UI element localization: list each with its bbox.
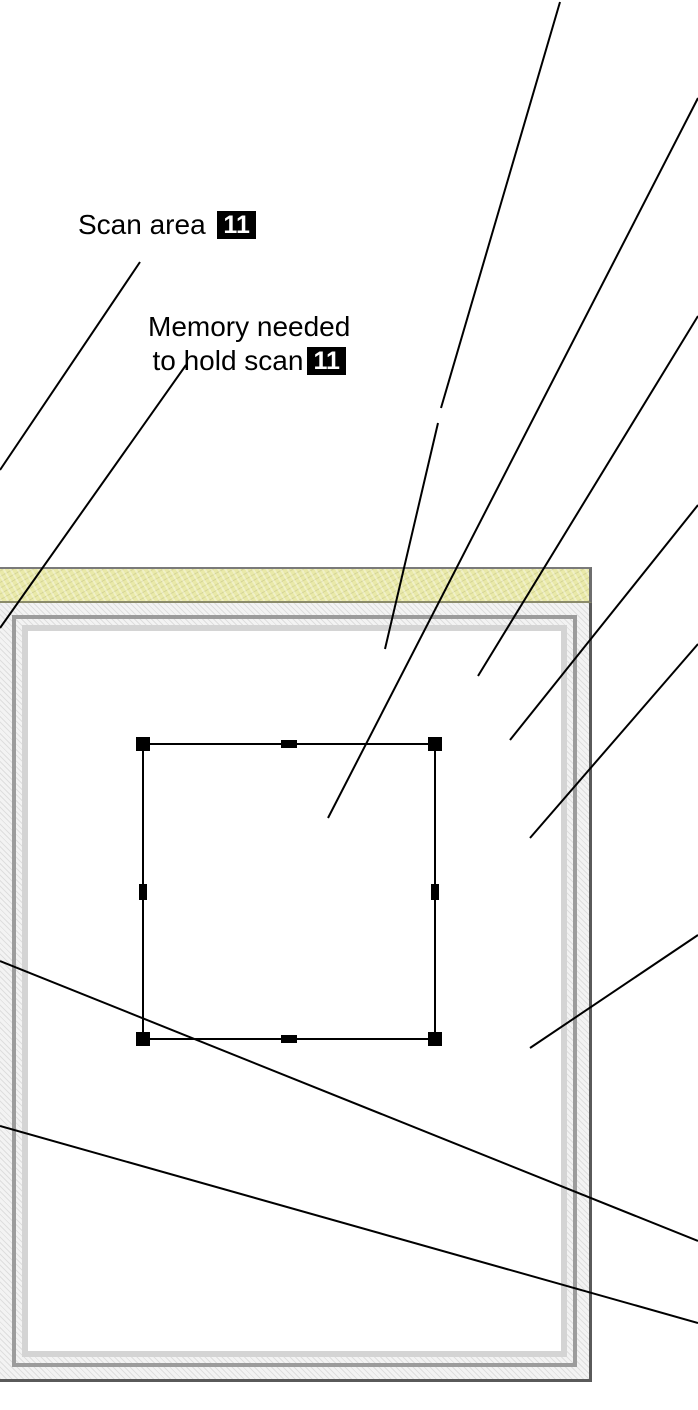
scan-preview-window [0,567,592,1382]
handle-top-middle[interactable] [281,740,297,748]
leader-scan-area [0,261,141,471]
handle-bottom-right[interactable] [428,1032,442,1046]
scan-area-callout: Scan area 11 [78,208,256,242]
handle-middle-right[interactable] [431,884,439,900]
handle-bottom-middle[interactable] [281,1035,297,1043]
leader-line-1a [440,1,561,409]
handle-top-left[interactable] [136,737,150,751]
memory-needed-label-line2-text: to hold scan [152,345,304,376]
handle-middle-left[interactable] [139,884,147,900]
scan-area-step-badge: 11 [217,211,256,239]
scan-area-label: Scan area [78,209,206,240]
handle-bottom-left[interactable] [136,1032,150,1046]
handle-top-right[interactable] [428,737,442,751]
memory-needed-label-line1: Memory needed [148,311,351,342]
preview-frame [0,603,592,1382]
memory-needed-step-badge: 11 [307,347,346,375]
window-title-bar[interactable] [0,567,592,603]
preview-canvas[interactable] [22,625,567,1357]
